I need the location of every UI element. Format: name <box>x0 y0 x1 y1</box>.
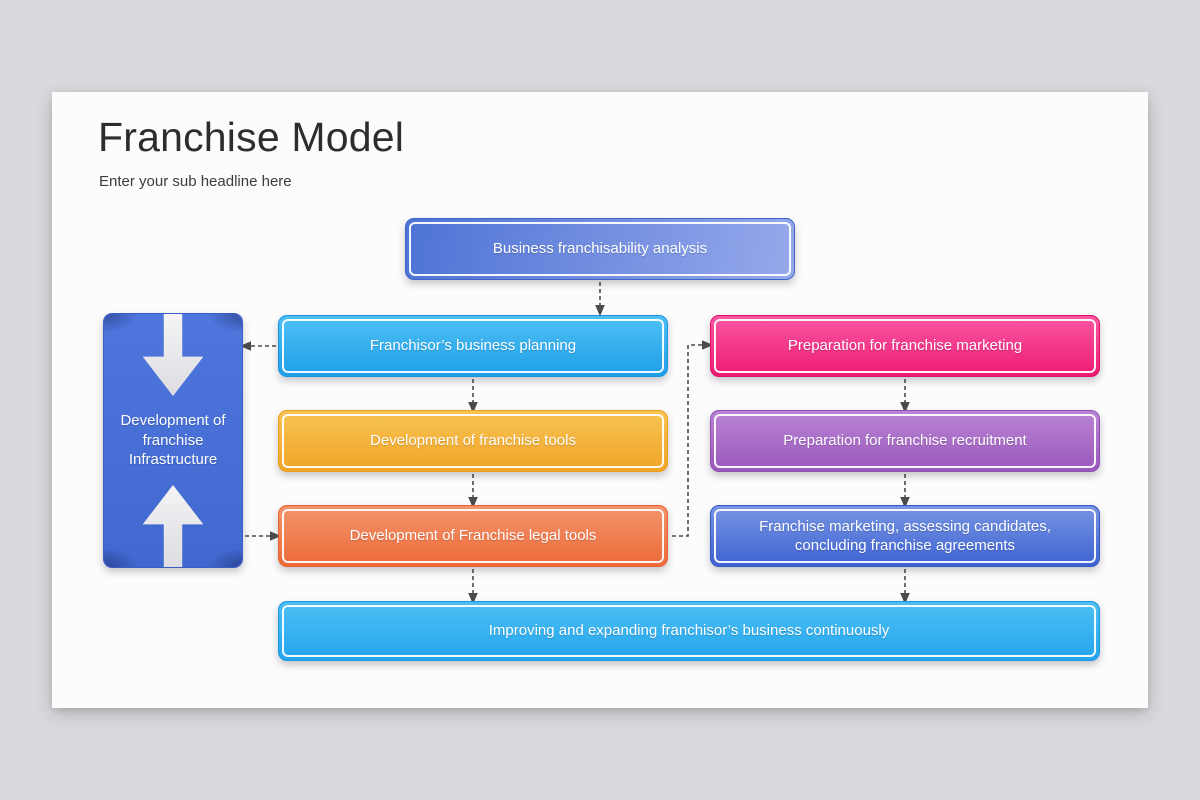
node-development-of-franchise-infrastructure: Development of franchise Infrastructure <box>103 313 243 568</box>
node-label: Preparation for franchise marketing <box>787 337 1023 355</box>
node-development-of-franchise-legal-tools: Development of Franchise legal tools <box>278 505 668 567</box>
page-subtitle: Enter your sub headline here <box>99 173 292 190</box>
page-title: Franchise Model <box>98 114 405 160</box>
slide: Franchise Model Enter your sub headline … <box>52 92 1148 708</box>
node-label: Franchisor’s business planning <box>369 337 577 355</box>
node-label: Franchise marketing, assessing candidate… <box>759 517 1051 555</box>
node-label: Development of franchise Infrastructure <box>120 412 226 469</box>
connector-arrows <box>239 282 910 605</box>
node-label: Development of franchise tools <box>370 432 576 450</box>
node-development-of-franchise-tools: Development of franchise tools <box>278 410 668 472</box>
node-franchise-marketing-assessing-candidates: Franchise marketing, assessing candidate… <box>710 505 1100 567</box>
node-label: Development of Franchise legal tools <box>349 527 597 545</box>
arrow-down-icon <box>142 314 204 396</box>
node-label: Improving and expanding franchisor’s bus… <box>488 622 890 640</box>
arrow-up-icon <box>142 485 204 567</box>
node-label: Preparation for franchise recruitment <box>783 432 1027 450</box>
node-franchisors-business-planning: Franchisor’s business planning <box>278 315 668 377</box>
node-improving-and-expanding: Improving and expanding franchisor’s bus… <box>278 601 1100 661</box>
node-preparation-for-franchise-marketing: Preparation for franchise marketing <box>710 315 1100 377</box>
node-business-franchisability-analysis: Business franchisability analysis <box>405 218 795 280</box>
node-preparation-for-franchise-recruitment: Preparation for franchise recruitment <box>710 410 1100 472</box>
node-label: Business franchisability analysis <box>492 240 708 258</box>
